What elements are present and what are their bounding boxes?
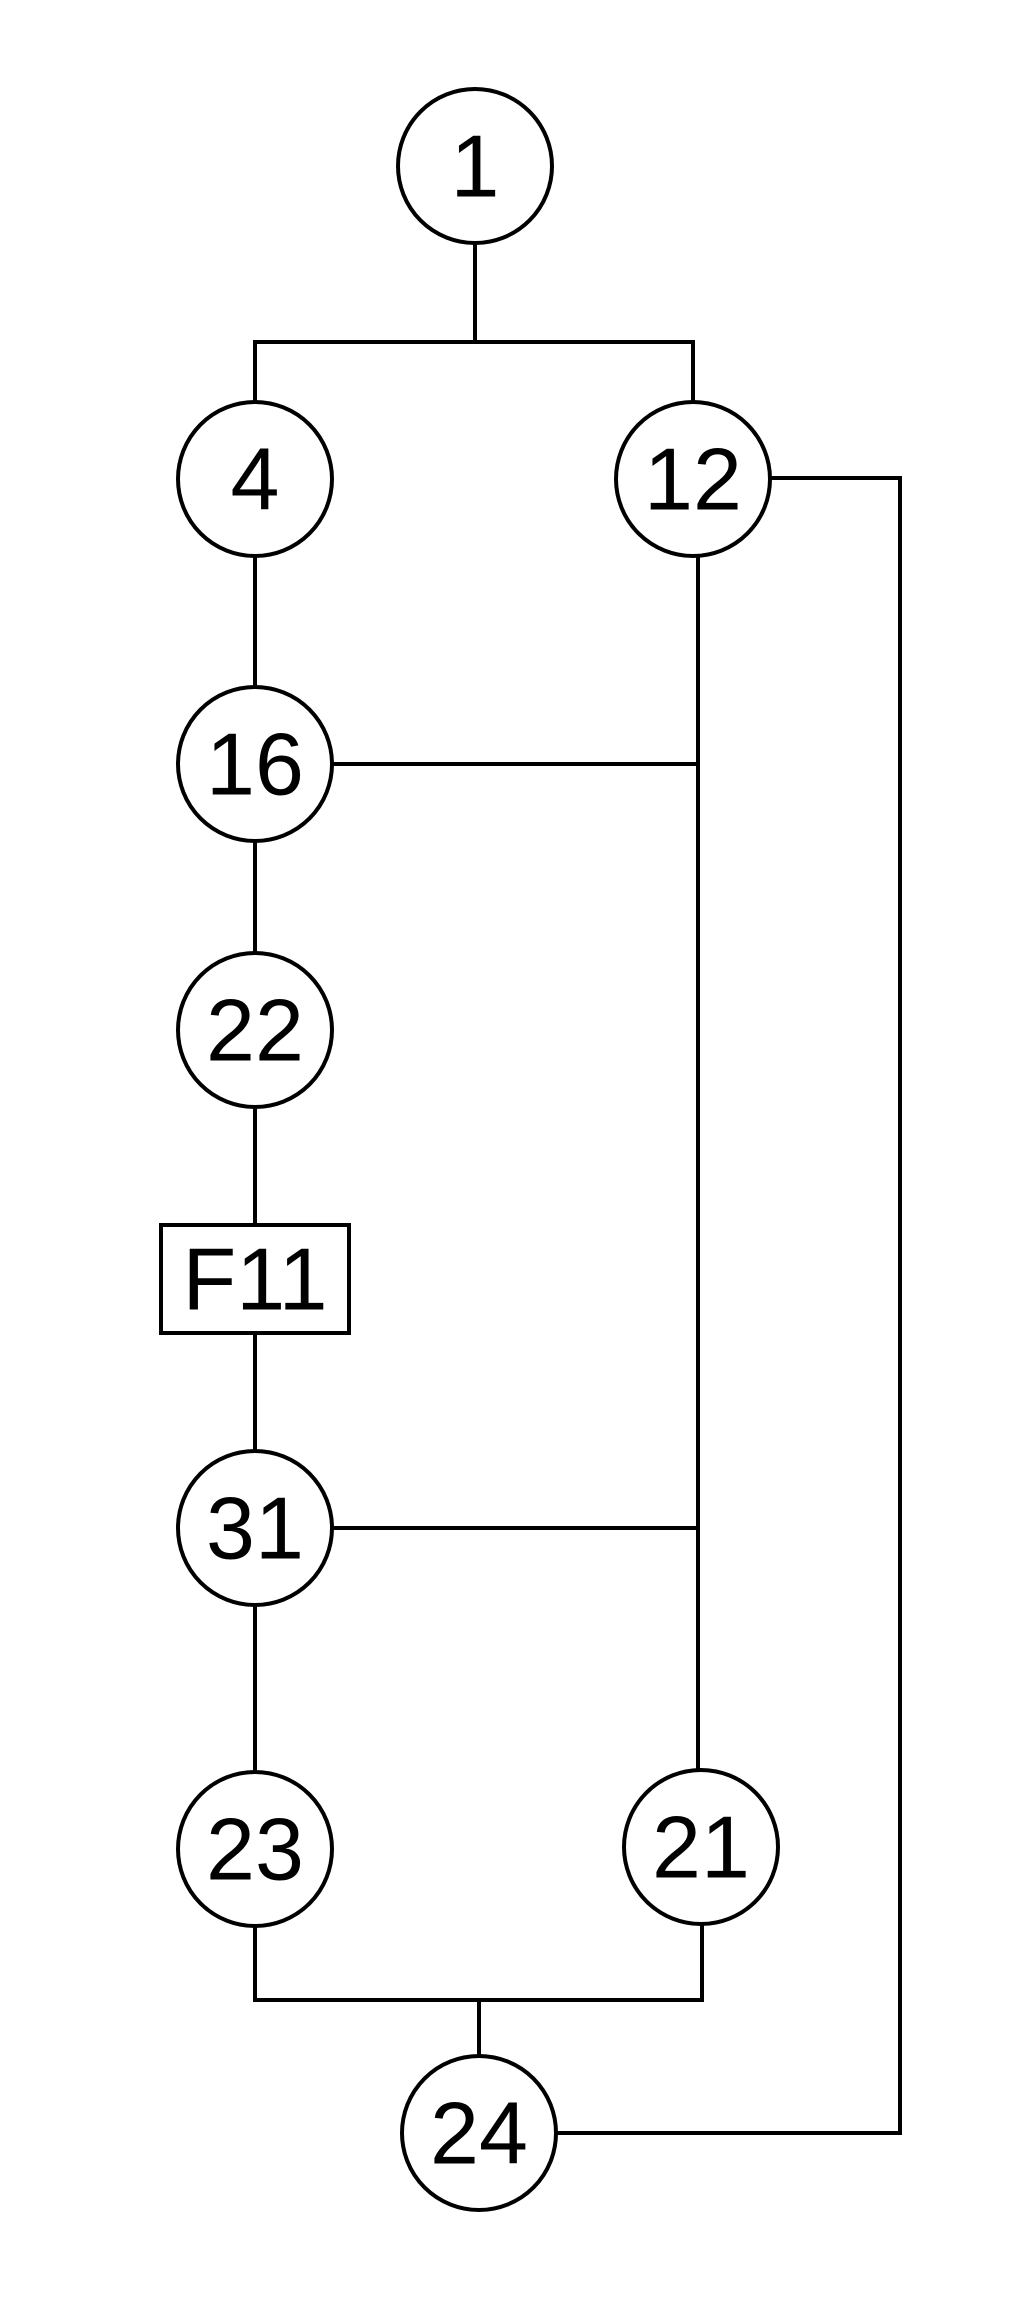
node-1-label: 1 [451, 117, 500, 216]
node-12-label: 12 [644, 430, 742, 529]
node-23: 23 [176, 1770, 334, 1928]
node-24-circle [400, 2054, 558, 2212]
node-24: 24 [400, 2054, 558, 2212]
node-21-label: 21 [652, 1798, 750, 1897]
node-16-circle [176, 685, 334, 843]
node-12-circle [614, 400, 772, 558]
node-f11: F11 [159, 1223, 351, 1335]
node-24-label: 24 [430, 2084, 528, 2183]
node-22-circle [176, 951, 334, 1109]
node-23-circle [176, 1770, 334, 1928]
node-31-label: 31 [206, 1479, 304, 1578]
node-1-circle [396, 87, 554, 245]
node-22-label: 22 [206, 981, 304, 1080]
node-22: 22 [176, 951, 334, 1109]
node-31-circle [176, 1449, 334, 1607]
node-1: 1 [396, 87, 554, 245]
node-16-label: 16 [206, 715, 304, 814]
node-4-label: 4 [231, 430, 280, 529]
connector-lines [253, 241, 902, 2135]
node-f11-box [159, 1223, 351, 1335]
node-f11-label: F11 [182, 1230, 327, 1329]
node-31: 31 [176, 1449, 334, 1607]
node-4: 4 [176, 400, 334, 558]
node-21-circle [622, 1768, 780, 1926]
node-23-label: 23 [206, 1800, 304, 1899]
node-16: 16 [176, 685, 334, 843]
node-12: 12 [614, 400, 772, 558]
edge-12-24-loop [554, 476, 902, 2135]
node-21: 21 [622, 1768, 780, 1926]
node-4-circle [176, 400, 334, 558]
